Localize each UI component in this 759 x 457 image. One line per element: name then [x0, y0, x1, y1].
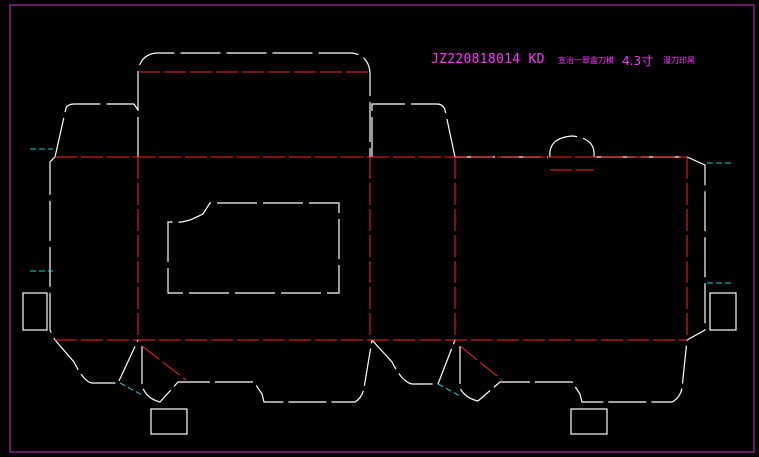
drawing-frame: [9, 4, 755, 453]
reg-box-bottom-left: [150, 408, 188, 435]
guide-lines: [30, 148, 733, 397]
registration-boxes: [22, 292, 737, 435]
reg-box-left: [22, 292, 48, 331]
crease-lines: [55, 71, 688, 381]
bottom-cut-lines: [54, 339, 688, 403]
reg-box-right: [709, 292, 737, 331]
cut-lines: [49, 52, 706, 341]
reg-box-bottom-right: [570, 408, 608, 435]
